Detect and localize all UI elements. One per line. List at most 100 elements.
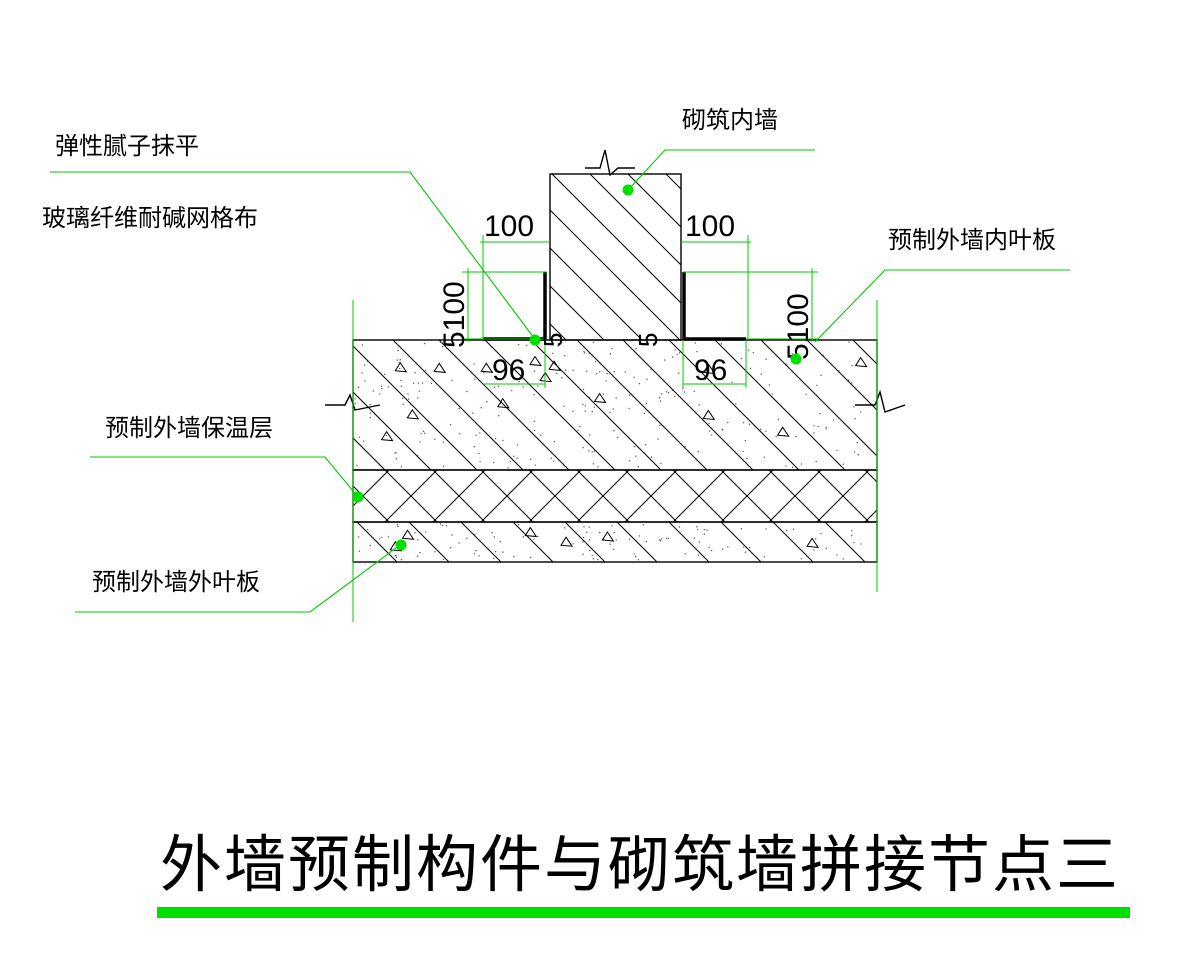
outer-leaf-speck xyxy=(582,553,584,555)
outer-leaf-speck xyxy=(379,538,381,540)
inner-leaf-speck xyxy=(361,372,363,374)
inner-leaf-speck xyxy=(441,341,443,344)
inner-leaf-speck xyxy=(605,380,607,382)
inner-leaf-speck xyxy=(813,425,815,427)
label-putty: 弹性腻子抹平 xyxy=(55,132,199,160)
inner-leaf-speck xyxy=(658,396,661,399)
label-inner-leaf: 预制外墙内叶板 xyxy=(888,226,1056,254)
inner-leaf-speck xyxy=(710,434,713,436)
inner-leaf-speck xyxy=(796,344,799,347)
inner-leaf-speck xyxy=(582,403,584,406)
inner-leaf-speck xyxy=(642,344,645,346)
inner-leaf-speck xyxy=(684,445,686,448)
inner-leaf-speck xyxy=(474,378,476,381)
dot-putty-mesh xyxy=(529,334,541,346)
inner-leaf-speck xyxy=(676,353,678,356)
inner-leaf-speck xyxy=(550,457,553,459)
inner-leaf-speck xyxy=(486,401,488,403)
outer-leaf-speck xyxy=(522,536,524,538)
outer-leaf-speck xyxy=(748,546,751,549)
inner-leaf-speck xyxy=(832,419,835,421)
inner-leaf-aggregate xyxy=(480,362,494,373)
inner-leaf-speck xyxy=(537,385,539,387)
inner-leaf-speck xyxy=(749,367,752,370)
masonry-hatch-line xyxy=(589,174,681,266)
inner-leaf-speck xyxy=(771,393,774,395)
inner-leaf-speck xyxy=(416,454,419,456)
outer-leaf-panel xyxy=(352,521,969,563)
inner-leaf-speck xyxy=(507,467,509,469)
insulation-hatch-line xyxy=(241,470,293,522)
label-outer-leaf: 预制外墙外叶板 xyxy=(92,568,260,596)
label-insulation: 预制外墙保温层 xyxy=(105,414,273,442)
dim-right-top: 100 xyxy=(685,210,735,243)
outer-leaf-aggregate xyxy=(601,531,615,542)
inner-leaf-speck xyxy=(509,460,512,463)
outer-leaf-speck xyxy=(710,549,713,552)
inner-leaf-speck xyxy=(366,360,369,363)
insulation-hatch-line xyxy=(528,470,582,522)
inner-leaf-speck xyxy=(678,352,681,354)
inner-leaf-speck xyxy=(847,379,850,381)
outer-leaf-speck xyxy=(599,531,601,534)
outer-leaf-speck xyxy=(357,536,360,538)
insulation-hatch-line xyxy=(624,470,678,522)
inner-leaf-speck xyxy=(588,396,591,399)
inner-leaf-speck xyxy=(664,359,666,361)
outer-leaf-hatch-line xyxy=(824,522,866,562)
inner-leaf-speck xyxy=(650,368,652,370)
insulation-hatch-line xyxy=(913,470,965,522)
inner-leaf-speck xyxy=(612,408,614,410)
inner-leaf-hatch-line xyxy=(484,340,616,470)
outer-leaf-speck xyxy=(478,555,480,557)
inner-leaf-speck xyxy=(659,424,661,426)
inner-leaf-speck xyxy=(582,388,585,391)
outer-leaf-speck xyxy=(494,550,497,553)
leader-outer-leaf xyxy=(75,544,401,613)
right-angle-mesh xyxy=(682,272,746,341)
inner-leaf-speck xyxy=(354,398,356,400)
inner-leaf-speck xyxy=(466,390,468,393)
inner-leaf-speck xyxy=(358,436,361,438)
outer-leaf-speck xyxy=(466,537,468,539)
inner-leaf-speck xyxy=(609,411,611,414)
inner-leaf-speck xyxy=(609,353,612,355)
inner-leaf-hatch-line xyxy=(353,391,432,470)
outer-leaf-speck xyxy=(792,528,795,530)
dim-left-top: 100 xyxy=(484,210,534,243)
inner-leaf-speck xyxy=(423,432,426,434)
inner-leaf-speck xyxy=(851,365,853,367)
inner-leaf-speck xyxy=(708,422,710,425)
inner-leaf-speck xyxy=(748,423,751,425)
inner-leaf-speck xyxy=(635,347,637,350)
inner-leaf-speck xyxy=(602,393,605,395)
inner-leaf-speck xyxy=(744,439,747,442)
outer-leaf-speck xyxy=(414,532,416,534)
inner-leaf-speck xyxy=(533,429,536,432)
outer-leaf-hatch-line xyxy=(929,522,969,562)
outer-leaf-speck xyxy=(633,553,635,555)
inner-leaf-speck xyxy=(740,357,743,360)
inner-leaf-speck xyxy=(667,391,670,394)
inner-leaf-speck xyxy=(417,382,420,384)
inner-leaf-speck xyxy=(540,434,542,436)
inner-leaf-speck xyxy=(628,394,631,396)
outer-leaf-speck xyxy=(786,529,788,532)
inner-leaf-speck xyxy=(380,385,383,388)
inner-leaf-speck xyxy=(494,437,497,440)
inner-leaf-speck xyxy=(363,364,366,366)
outer-leaf-speck xyxy=(684,553,686,555)
inner-leaf-speck xyxy=(613,429,615,432)
outer-leaf-speck xyxy=(615,539,617,541)
inner-leaf-speck xyxy=(674,349,676,351)
outer-leaf-hatch-line xyxy=(408,522,450,562)
outer-leaf-speck xyxy=(492,557,495,560)
inner-leaf-speck xyxy=(387,386,390,388)
inner-leaf-speck xyxy=(813,432,815,434)
outer-leaf-speck xyxy=(458,542,460,544)
inner-leaf-speck xyxy=(584,410,587,412)
inner-leaf-speck xyxy=(643,412,646,415)
outer-leaf-speck xyxy=(638,535,641,537)
inner-leaf-speck xyxy=(672,356,674,358)
inner-leaf-hatch-line xyxy=(1037,340,1167,470)
